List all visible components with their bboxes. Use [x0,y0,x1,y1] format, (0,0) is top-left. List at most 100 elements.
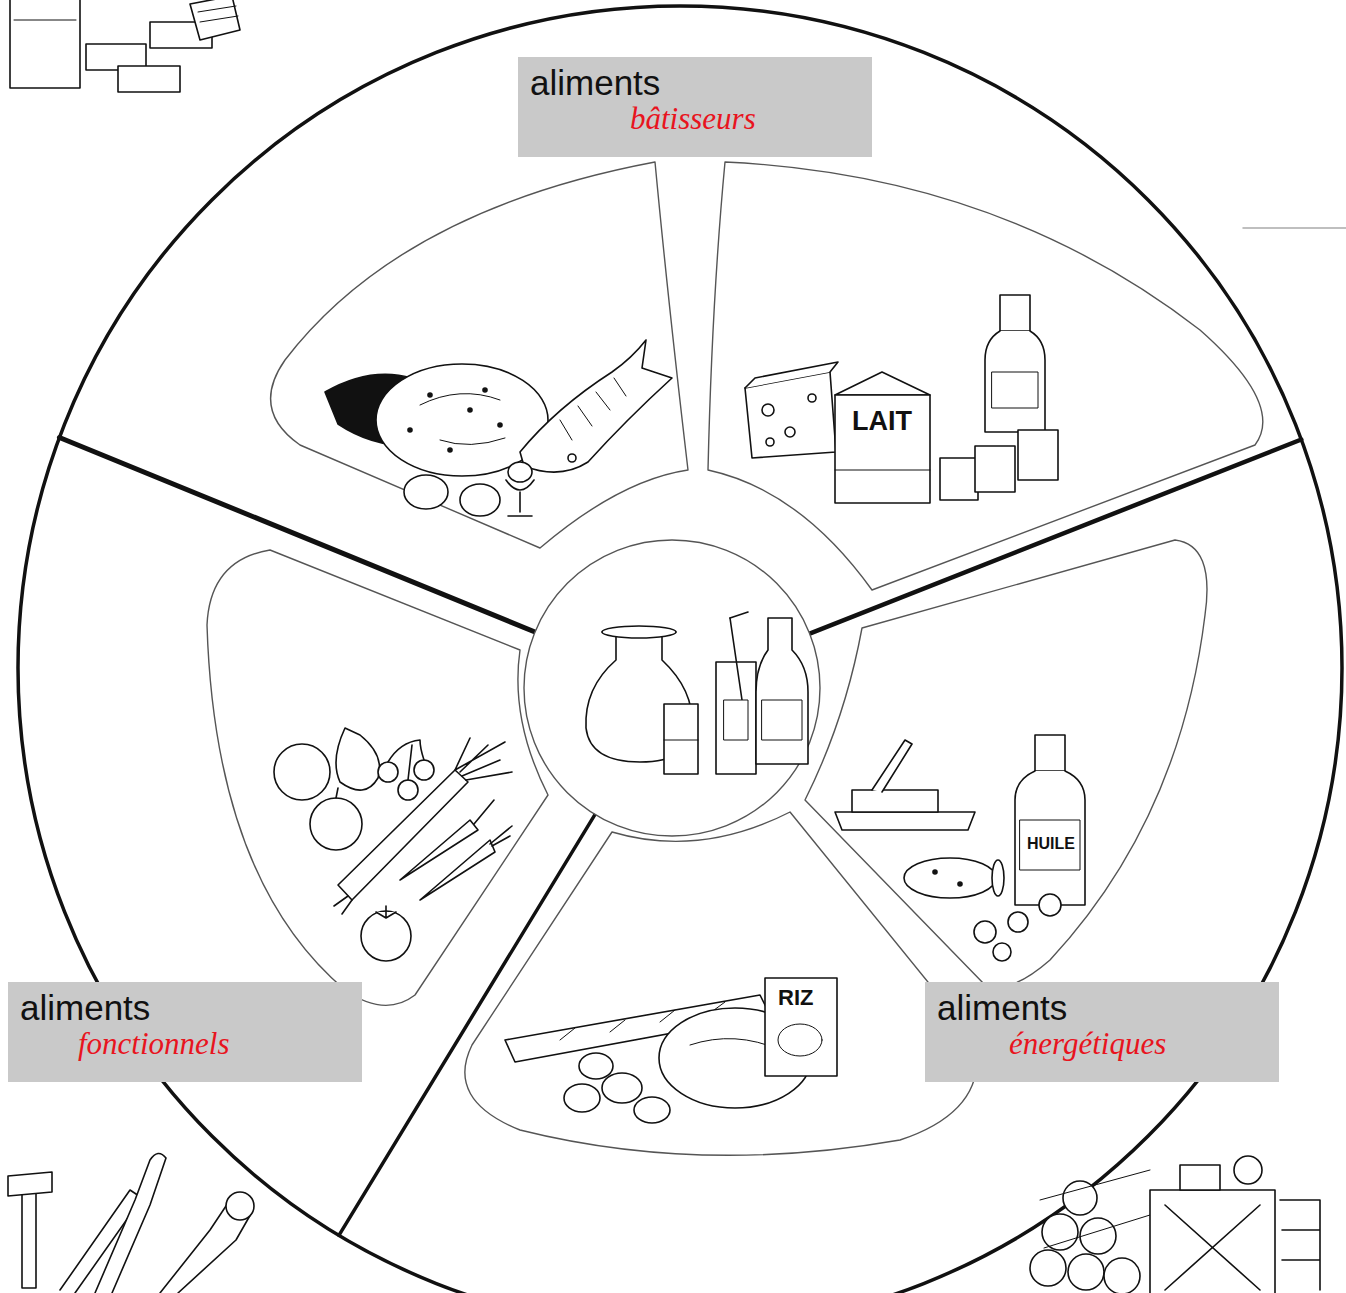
fruit-vegetable-drawing [420,840,495,900]
drinks-drawing [756,618,808,764]
fats-drawing [1020,820,1080,870]
building-materials-drawing [10,0,80,88]
fruit-vegetable-drawing [388,740,424,780]
fats-drawing [1039,894,1061,916]
starch-drawing [564,1084,600,1112]
fats-drawing [872,740,912,792]
starch-drawing [602,1073,642,1103]
building-materials-drawing [10,0,240,92]
drinks-drawing [730,618,742,700]
meat-fish-egg-drawing [420,394,505,445]
group-heading: aliments [530,65,860,102]
building-materials-drawing [190,0,240,40]
meat-fish-egg-drawing [560,378,626,440]
fats-drawing [992,860,1004,896]
dairy-drawing [975,446,1015,492]
starch-drawing [765,978,837,1076]
meat-fish-egg-drawing [498,423,502,427]
fuel-drawing [1030,1156,1320,1293]
meat-fish-egg-drawing [428,393,432,397]
fuel-drawing [1104,1258,1140,1293]
meat-fish-egg-drawing [520,340,672,472]
tools-drawing [22,1192,36,1288]
meat-fish-egg-drawing [568,454,576,462]
dairy-drawing [808,394,816,402]
tools-drawing [226,1192,254,1220]
fruit-vegetable-drawing [414,760,434,780]
group-heading: aliments [937,990,1267,1027]
package-label: LAIT [850,408,914,435]
starch-drawing [634,1097,670,1123]
meat-fish-egg-drawing [460,484,500,516]
fruit-vegetable-drawing [474,800,512,846]
outer-wheel [18,6,1342,1293]
fuel-drawing [1234,1156,1262,1184]
dairy-drawing [745,295,1058,503]
drinks-drawing [724,700,748,740]
fruit-vegetable-drawing [398,780,418,800]
meat-fish-egg-drawing [506,480,534,516]
drinks-drawing [716,662,756,774]
group-name: fonctionnels [78,1027,350,1061]
group-name: bâtisseurs [630,102,860,136]
fuel-drawing [1042,1214,1078,1250]
dairy-drawing [785,427,795,437]
dairy-drawing [762,404,774,416]
fats-drawing [974,921,996,943]
meat-fish-egg-drawing [325,340,672,516]
fuel-drawing [1280,1200,1320,1290]
dairy-drawing [766,438,774,446]
drinks-drawing [586,612,808,774]
fruit-vegetable-drawing [274,728,512,961]
fuel-drawing [1068,1254,1104,1290]
tools-drawing [8,1172,52,1196]
fruit-vegetable-drawing [378,762,398,782]
meat-fish-egg-drawing [404,475,448,509]
inner-circle [524,540,820,836]
dairy-drawing [985,331,1045,432]
starch-drawing [505,978,837,1123]
fats-drawing [1015,771,1085,905]
fuel-drawing [1165,1205,1260,1290]
stray-line [1243,227,1346,229]
package-label: RIZ [776,987,815,1009]
fruit-vegetable-drawing [455,738,512,780]
fruit-vegetable-drawing [334,896,352,914]
fuel-drawing [1030,1250,1066,1286]
meat-fish-egg-drawing [483,388,487,392]
fruit-vegetable-drawing [310,798,362,850]
fats-drawing [835,735,1085,961]
building-materials-drawing [118,66,180,92]
drinks-drawing [762,700,802,740]
drinks-drawing [730,612,748,618]
food-group-box: alimentsénergétiques [925,982,1279,1082]
starch-drawing [778,1024,822,1056]
fuel-drawing [1040,1170,1150,1248]
fruit-vegetable-drawing [274,744,330,800]
food-group-box: alimentsfonctionnels [8,982,362,1082]
dairy-drawing [835,395,930,503]
outer-wheel [18,6,1342,1293]
fuel-drawing [1180,1165,1220,1190]
sector-petal [708,162,1263,590]
drinks-drawing [664,704,698,774]
fuel-drawing [1150,1190,1275,1293]
meat-fish-egg-drawing [448,448,452,452]
tools-drawing [95,1153,166,1293]
fruit-vegetable-drawing [336,788,338,798]
sector-petal [465,812,977,1155]
fats-drawing [852,790,938,812]
fats-drawing [1035,735,1065,771]
building-materials-drawing [14,20,76,21]
sector-petal [207,550,548,1005]
dairy-drawing [1000,295,1030,331]
sector-petal [271,162,688,548]
fats-drawing [958,882,962,886]
fats-drawing [904,858,996,898]
starch-drawing [579,1053,613,1079]
food-group-box: alimentsbâtisseurs [518,57,872,157]
fats-drawing [993,943,1011,961]
drinks-drawing [602,626,676,638]
